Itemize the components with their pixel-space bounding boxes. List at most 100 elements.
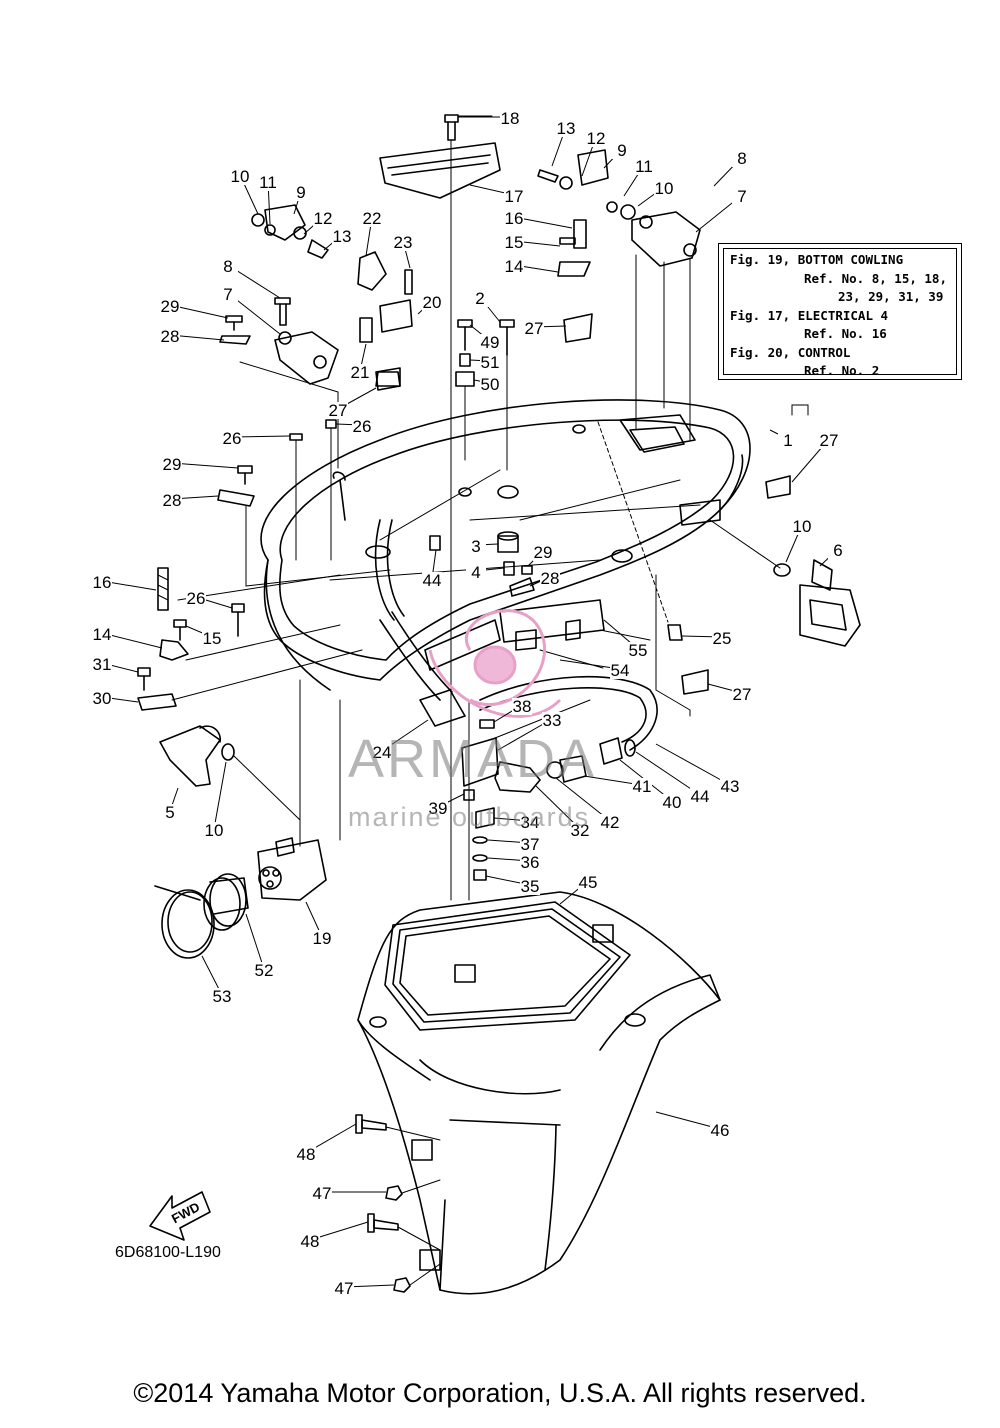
callout-number: 32 [571, 821, 590, 840]
callout-number: 41 [633, 777, 652, 796]
callout-number: 12 [587, 129, 606, 148]
drawing-id: 6D68100-L190 [115, 1244, 221, 1261]
callout-number: 11 [259, 173, 277, 192]
callout-backing [212, 988, 232, 1005]
callout-number: 48 [301, 1232, 320, 1251]
callout-number: 14 [93, 625, 112, 644]
callout-number: 9 [617, 141, 626, 160]
callout-number: 28 [541, 569, 560, 588]
callout-number: 26 [353, 417, 372, 436]
lever-assembly [159, 725, 301, 821]
callout-backing [362, 210, 382, 227]
callout-backing [254, 962, 274, 979]
watermark-title: ARMADA [348, 729, 598, 789]
callout-backing [470, 290, 490, 307]
seal-gasket [369, 901, 646, 1031]
callout-number: 24 [373, 743, 392, 762]
callout-backing [393, 234, 413, 251]
callout-number: 30 [93, 689, 112, 708]
callout-number: 7 [223, 285, 232, 304]
ref-line-6: Fig. 20, CONTROL [730, 344, 851, 360]
right-side-hooks [375, 367, 861, 717]
callout-backing [328, 402, 348, 419]
callout-backing [300, 1233, 320, 1250]
callout-number: 27 [329, 401, 348, 420]
callout-backing [712, 630, 732, 647]
leader-line [245, 913, 265, 970]
callout-backing [372, 744, 392, 761]
callout-backing [466, 538, 486, 555]
callout-number: 43 [721, 777, 740, 796]
callout-backing [422, 294, 442, 311]
callout-backing [160, 298, 180, 315]
bottom-cowling-tray [260, 399, 751, 691]
callout-number: 10 [655, 179, 674, 198]
fwd-arrow-icon [149, 1191, 211, 1241]
ref-line-4: Fig. 17, ELECTRICAL 4 [730, 307, 889, 323]
callout-backing [600, 814, 620, 831]
callout-backing [428, 800, 448, 817]
callout-backing [350, 364, 370, 381]
callout-backing [218, 286, 238, 303]
leader-line [655, 1111, 721, 1130]
callout-number: 36 [521, 853, 540, 872]
callout-backing [690, 788, 710, 805]
callout-backing [504, 234, 524, 251]
connector-19 [257, 679, 327, 901]
callout-number: 9 [296, 183, 305, 202]
callout-backing [504, 188, 524, 205]
case-fasteners [355, 1114, 441, 1293]
wire-grommet [339, 519, 501, 841]
callout-backing [504, 258, 524, 275]
callout-backing [524, 320, 544, 337]
callout-backing [334, 1280, 354, 1297]
callout-number: 39 [429, 799, 448, 818]
top-bracket-17 [379, 142, 501, 199]
callout-number: 52 [255, 961, 274, 980]
callout-number: 16 [93, 573, 112, 592]
callout-backing [92, 656, 112, 673]
callout-number: 49 [481, 333, 500, 352]
callout-backing [222, 430, 242, 447]
callout-number: 29 [161, 297, 180, 316]
callout-backing [204, 822, 224, 839]
callout-number: 28 [163, 491, 182, 510]
callout-number: 29 [534, 543, 553, 562]
callout-number: 10 [793, 517, 812, 536]
reference-box: Fig. 19, BOTTOM COWLING Ref. No. 8, 15, … [718, 243, 962, 380]
callout-backing [556, 120, 576, 137]
callout-backing [533, 544, 553, 561]
callout-backing [520, 878, 540, 895]
callout-number: 20 [423, 293, 442, 312]
callout-number: 29 [163, 455, 182, 474]
callout-backing [332, 228, 352, 245]
callout-number: 28 [161, 327, 180, 346]
leader-line [635, 751, 701, 796]
callout-backing [466, 564, 486, 581]
callout-backing [720, 778, 740, 795]
callout-number: 4 [471, 563, 480, 582]
callout-backing [512, 698, 532, 715]
callout-backing [92, 690, 112, 707]
callout-backing [632, 778, 652, 795]
callout-backing [160, 328, 180, 345]
callout-number: 42 [601, 813, 620, 832]
callout-backing [186, 590, 206, 607]
callout-backing [422, 572, 442, 589]
leader-line [655, 743, 731, 786]
callout-number: 48 [297, 1145, 316, 1164]
callout-number: 38 [513, 697, 532, 716]
ref-line-3: 23, 29, 31, 39 [838, 289, 944, 304]
watermark-subtitle: marine outboards [348, 802, 591, 832]
callout-backing [520, 854, 540, 871]
leader-line [171, 462, 239, 469]
callout-backing [520, 814, 540, 831]
callout-number: 37 [521, 835, 540, 854]
callout-backing [312, 1185, 332, 1202]
callout-number: 3 [471, 537, 480, 556]
callout-number: 27 [733, 685, 752, 704]
callout-number: 10 [231, 167, 250, 186]
callout-number: 22 [363, 209, 382, 228]
